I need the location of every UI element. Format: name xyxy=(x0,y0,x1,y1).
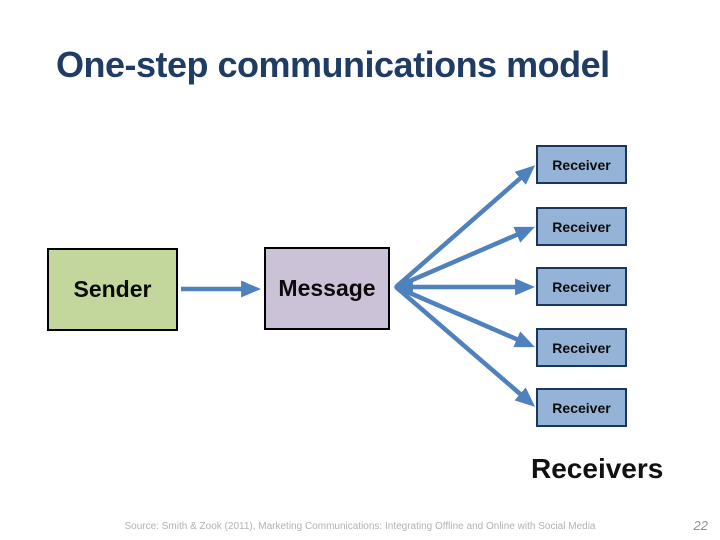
receiver-label: Receiver xyxy=(552,218,611,235)
receiver-node-4: Receiver xyxy=(536,328,627,367)
receiver-label: Receiver xyxy=(552,399,611,416)
page-number: 22 xyxy=(693,518,708,533)
arrow-message-to-receiver-5 xyxy=(394,285,536,407)
receivers-caption: Receivers xyxy=(531,453,664,484)
message-node: Message xyxy=(264,247,390,330)
receiver-label: Receiver xyxy=(552,339,611,356)
receiver-node-2: Receiver xyxy=(536,207,627,246)
source-citation: Source: Smith & Zook (2011), Marketing C… xyxy=(124,521,596,532)
message-label: Message xyxy=(278,275,376,301)
sender-node: Sender xyxy=(47,248,178,331)
arrow-message-to-receiver-4 xyxy=(395,284,535,348)
receiver-node-1: Receiver xyxy=(536,145,627,184)
sender-label: Sender xyxy=(73,276,152,302)
arrow-message-to-receiver-2 xyxy=(395,226,535,290)
receiver-node-5: Receiver xyxy=(536,388,627,427)
arrow-message-to-receiver-1 xyxy=(394,165,536,289)
receiver-label: Receiver xyxy=(552,156,611,173)
receiver-label: Receiver xyxy=(552,278,611,295)
receiver-node-3: Receiver xyxy=(536,267,627,306)
slide-title: One-step communications model xyxy=(56,44,610,85)
